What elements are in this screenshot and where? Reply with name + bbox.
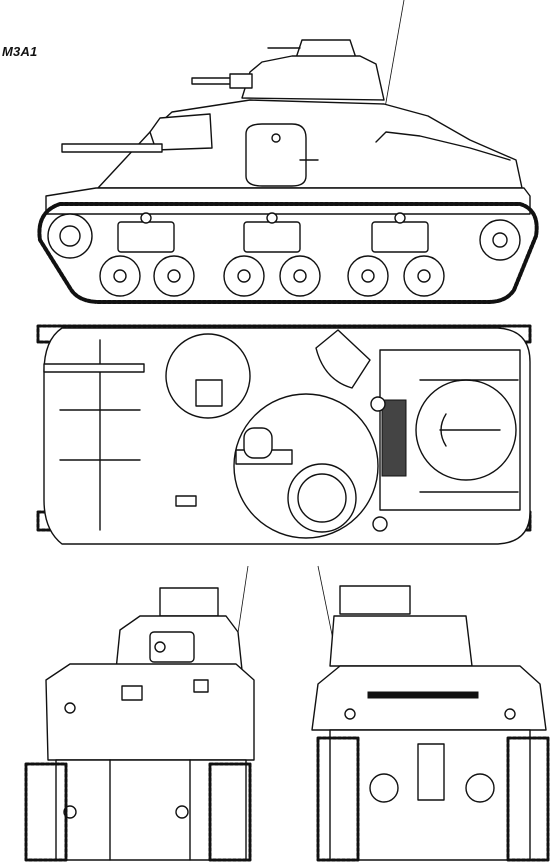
top-cupola-hatch <box>297 473 347 523</box>
drawing-title: M3A1 <box>2 44 38 59</box>
side-turret <box>241 55 385 101</box>
side-bogie-2 <box>223 221 321 297</box>
rear-left-track <box>316 736 360 862</box>
side-bogie-3 <box>347 221 445 297</box>
top-gun-mantlet <box>243 427 273 459</box>
front-tow-hook-left <box>63 805 77 819</box>
top-engine-grille <box>381 399 407 477</box>
side-75mm-gun <box>61 143 163 153</box>
top-fuel-cap-2 <box>372 516 388 532</box>
front-view <box>24 565 255 862</box>
rear-exhaust-right <box>465 773 495 803</box>
top-shovel <box>439 413 501 447</box>
rear-tool-rack <box>367 691 479 699</box>
side-gun-mantlet <box>229 73 253 89</box>
side-track <box>37 202 539 304</box>
rear-view <box>311 565 550 862</box>
front-tow-hook-right <box>175 805 189 819</box>
front-75mm-muzzle <box>64 702 76 714</box>
front-left-track <box>24 762 68 862</box>
rear-cupola <box>339 585 411 615</box>
side-idler-hub <box>492 232 508 248</box>
rear-lower-plate <box>329 729 531 861</box>
side-return-roller-2 <box>266 212 278 224</box>
top-view <box>36 324 532 545</box>
side-antenna <box>384 0 405 109</box>
side-idler-wheel <box>479 219 521 261</box>
top-hull-hatch <box>315 329 371 389</box>
rear-light-right <box>504 708 516 720</box>
top-periscope <box>195 379 223 407</box>
side-drive-sprocket <box>47 213 93 259</box>
side-deck-tools <box>375 131 511 161</box>
front-37mm-muzzle <box>154 641 166 653</box>
side-door <box>245 123 307 187</box>
top-engine-deck <box>379 349 521 511</box>
side-bogie-1 <box>99 221 195 297</box>
top-fuel-cap-1 <box>370 396 386 412</box>
front-right-track <box>208 762 252 862</box>
side-return-roller-3 <box>394 212 406 224</box>
front-cupola <box>159 587 219 617</box>
front-mg-port <box>193 679 209 693</box>
front-driver-visor <box>121 685 143 701</box>
rear-exhaust-left <box>369 773 399 803</box>
side-lower-hull <box>45 187 531 215</box>
front-hull <box>45 663 255 761</box>
rear-light-left <box>344 708 356 720</box>
rear-turret <box>329 615 473 667</box>
rear-center-plate <box>417 743 445 801</box>
front-lower-plate <box>55 759 247 861</box>
side-return-roller-1 <box>140 212 152 224</box>
front-37mm-mantlet <box>149 631 195 663</box>
side-door-port <box>271 133 281 143</box>
side-sprocket-hub <box>59 225 81 247</box>
top-75mm-gun <box>43 363 145 373</box>
side-view <box>37 0 539 304</box>
top-driver-hatch <box>165 333 251 419</box>
rear-right-track <box>506 736 550 862</box>
top-hull-fitting <box>175 495 197 507</box>
